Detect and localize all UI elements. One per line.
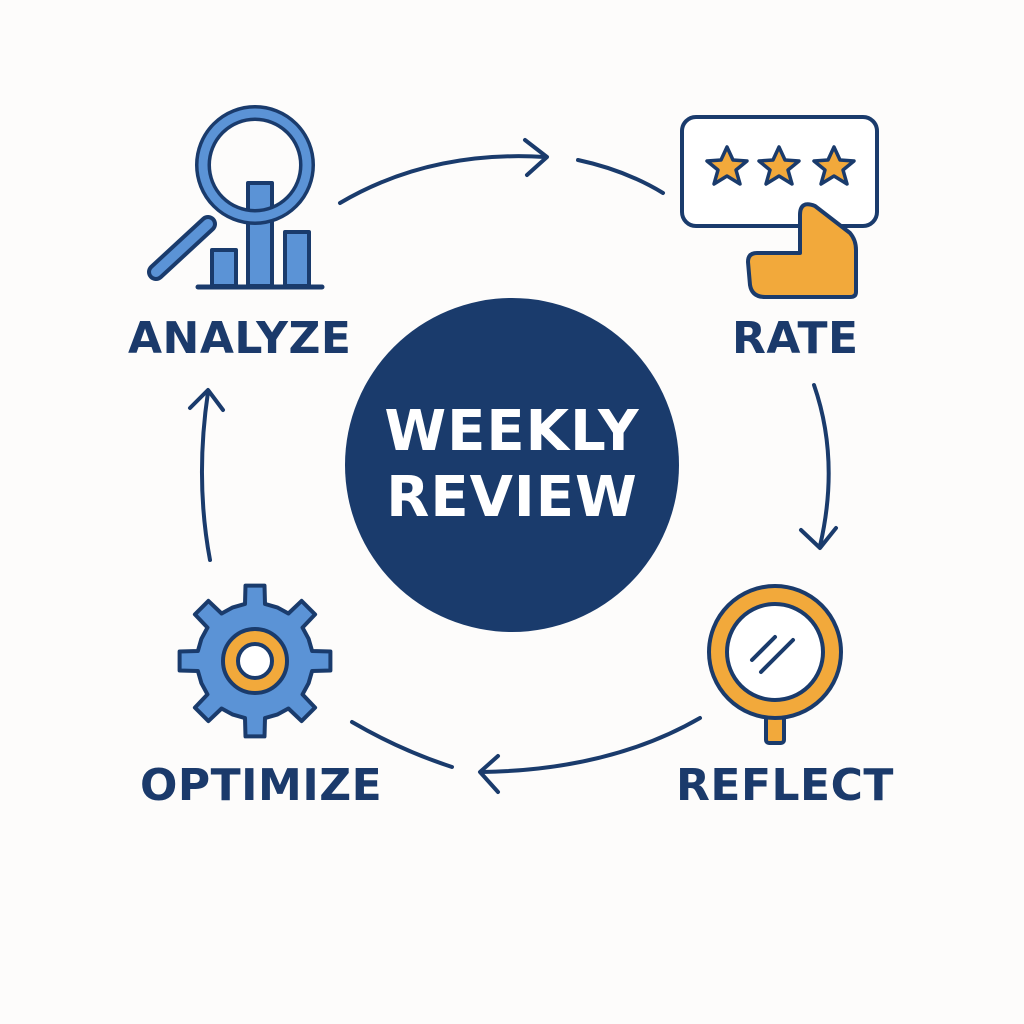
star-icon [812, 145, 856, 186]
star-icon [705, 145, 749, 186]
step-label-analyze: ANALYZE [128, 313, 352, 364]
arrow-rate-to-reflect [812, 383, 831, 548]
arrow-analyze-to-rate [338, 154, 547, 205]
mirror-icon [707, 584, 843, 745]
step-label-reflect: REFLECT [676, 760, 894, 811]
arrowhead-reflect-to-optimize [478, 754, 500, 794]
arrow-optimize-to-analyze [200, 390, 212, 562]
arc-segment-top-right [576, 158, 665, 195]
step-label-optimize: OPTIMIZE [140, 760, 383, 811]
star-icon [757, 145, 801, 186]
step-label-rate: RATE [732, 313, 859, 364]
gear-icon [177, 583, 333, 739]
arrow-optimize-bottom [350, 720, 454, 769]
magnifier-bar-chart-icon [147, 105, 325, 290]
star-rating-hand-icon [680, 115, 879, 299]
center-title-line1: WEEKLY [384, 398, 640, 464]
arrowhead-analyze-to-rate [523, 138, 549, 177]
pointing-hand-icon [746, 202, 858, 299]
arc-segment-bottom-right [480, 716, 702, 774]
arrowhead-optimize-to-analyze [188, 388, 225, 412]
arrowhead-rate-to-reflect [799, 526, 838, 550]
center-title-line2: REVIEW [386, 465, 638, 530]
center-circle: WEEKLY REVIEW [345, 298, 679, 632]
gear-hole [236, 642, 274, 680]
